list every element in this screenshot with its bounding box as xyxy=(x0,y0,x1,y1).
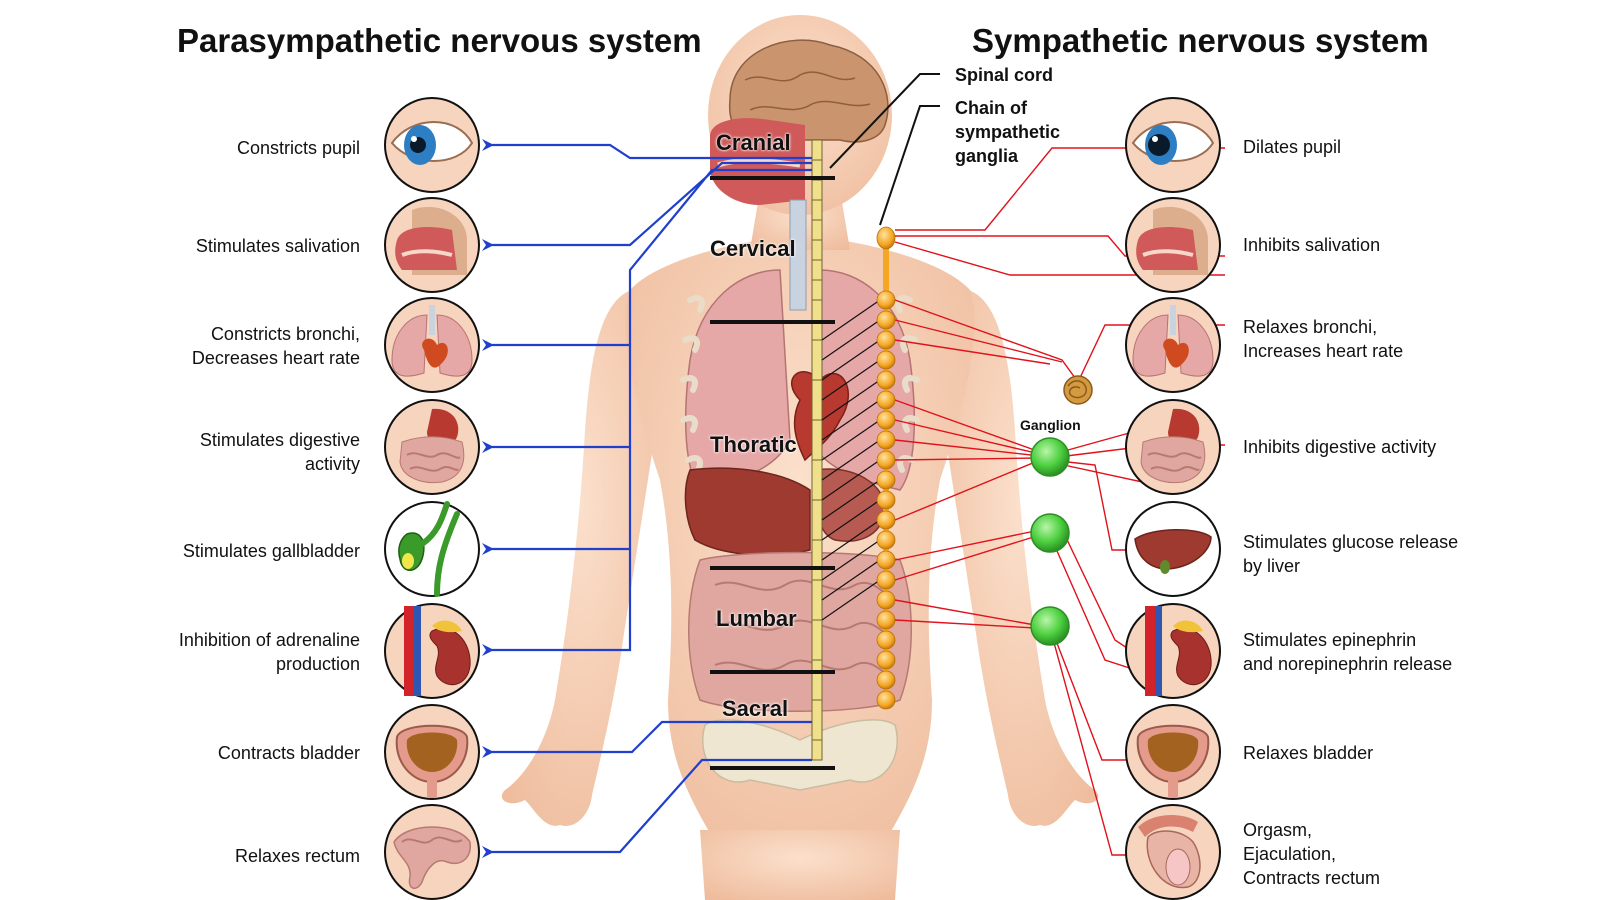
right-arm xyxy=(940,290,1099,826)
eye-icon xyxy=(1125,97,1221,193)
effect-text: and norepinephrin release xyxy=(1243,654,1453,674)
parasympathetic-effect-digestive: Stimulates digestive activity xyxy=(60,428,360,476)
effect-text: Contracts rectum xyxy=(1243,868,1381,888)
effect-text: Inhibits salivation xyxy=(1243,235,1381,255)
effect-text: Constricts pupil xyxy=(236,138,360,158)
bladder-icon xyxy=(1125,704,1221,800)
chain-label-line: ganglia xyxy=(955,146,1019,166)
effect-text: Inhibits digestive activity xyxy=(1243,437,1437,457)
lungs-heart-icon xyxy=(384,297,480,393)
bladder-icon xyxy=(384,704,480,800)
segment-label-cervical: Cervical xyxy=(710,236,796,261)
parasympathetic-effect-rectum: Relaxes rectum xyxy=(60,844,360,868)
chain-of-sympathetic-ganglia-label: Chain of sympathetic ganglia xyxy=(955,96,1060,168)
kidney-adrenal-icon xyxy=(1125,603,1221,699)
trachea xyxy=(789,199,807,311)
effect-text: Constricts bronchi, xyxy=(210,324,360,344)
sympathetic-chain xyxy=(876,226,896,710)
legs xyxy=(700,830,900,900)
segment-label-thoracic: Thoratic xyxy=(710,432,797,457)
spinal-cord xyxy=(710,139,881,770)
effect-text: Ejaculation, xyxy=(1243,844,1337,864)
effect-text: Stimulates gallbladder xyxy=(182,541,360,561)
sympathetic-effect-digestive: Inhibits digestive activity xyxy=(1243,435,1573,459)
parasympathetic-effect-gallbladder: Stimulates gallbladder xyxy=(60,539,360,563)
sympathetic-effect-liver: Stimulates glucose release by liver xyxy=(1243,530,1573,578)
liver-icon xyxy=(1125,501,1221,597)
spinal-cord-label: Spinal cord xyxy=(955,65,1054,85)
sympathetic-effect-reproductive: Orgasm, Ejaculation, Contracts rectum xyxy=(1243,818,1573,890)
stomach-intestine-icon xyxy=(384,399,480,495)
effect-text: Stimulates digestive xyxy=(199,430,360,450)
chain-label-line: sympathetic xyxy=(955,122,1061,142)
rectum-icon xyxy=(384,804,480,900)
parasympathetic-effect-salivation: Stimulates salivation xyxy=(60,234,360,258)
sympathetic-effect-epinephrin: Stimulates epinephrin and norepinephrin … xyxy=(1243,628,1573,676)
salivary-head-icon xyxy=(384,197,480,293)
eye-icon xyxy=(384,97,480,193)
effect-text: Relaxes rectum xyxy=(234,846,360,866)
sympathetic-organ-icons xyxy=(1125,97,1221,900)
salivary-head-icon xyxy=(1125,197,1221,293)
effect-text: Orgasm, xyxy=(1243,820,1313,840)
kidney-adrenal-icon xyxy=(384,603,480,699)
gallbladder-icon xyxy=(384,501,480,597)
ganglion-celiac xyxy=(1030,437,1070,477)
effect-text: Stimulates epinephrin xyxy=(1243,630,1417,650)
effect-text: Contracts bladder xyxy=(217,743,360,763)
effect-text: Relaxes bladder xyxy=(1243,743,1374,763)
ganglion-label: Ganglion xyxy=(1020,417,1081,433)
parasympathetic-effect-bladder: Contracts bladder xyxy=(60,741,360,765)
segment-label-sacral: Sacral xyxy=(722,696,789,721)
sympathetic-effect-pupil: Dilates pupil xyxy=(1243,135,1573,159)
effect-text: Stimulates salivation xyxy=(195,236,360,256)
effect-text: Dilates pupil xyxy=(1243,137,1342,157)
parasympathetic-pathways xyxy=(482,139,812,858)
segment-label-cranial: Cranial xyxy=(716,130,791,155)
annotation-leaders xyxy=(829,73,940,226)
parasympathetic-organ-icons xyxy=(384,97,480,900)
effect-text: Decreases heart rate xyxy=(191,348,360,368)
reproductive-icon xyxy=(1125,804,1221,900)
effect-text: Relaxes bronchi, xyxy=(1243,317,1378,337)
chain-label-line: Chain of xyxy=(955,98,1027,118)
lungs-heart-icon xyxy=(1125,297,1221,393)
ganglia xyxy=(1030,375,1093,646)
stellate-ganglion-icon xyxy=(1063,375,1093,405)
ganglion-superior-mesenteric xyxy=(1030,513,1070,553)
left-arm xyxy=(501,290,660,826)
effect-text: Inhibition of adrenaline xyxy=(178,630,360,650)
sympathetic-effect-salivation: Inhibits salivation xyxy=(1243,233,1573,257)
effect-text: by liver xyxy=(1243,556,1301,576)
pelvis xyxy=(702,719,898,791)
effect-text: production xyxy=(275,654,360,674)
liver xyxy=(684,467,811,556)
parasympathetic-title: Parasympathetic nervous system xyxy=(177,22,702,59)
ganglion-inferior-mesenteric xyxy=(1030,606,1070,646)
effect-text: Increases heart rate xyxy=(1243,341,1404,361)
parasympathetic-effect-pupil: Constricts pupil xyxy=(60,136,360,160)
effect-text: Stimulates glucose release xyxy=(1243,532,1459,552)
segment-label-lumbar: Lumbar xyxy=(716,606,797,631)
stomach-intestine-icon xyxy=(1125,399,1221,495)
parasympathetic-effect-bronchi-heart: Constricts bronchi, Decreases heart rate xyxy=(60,322,360,370)
sympathetic-title: Sympathetic nervous system xyxy=(972,22,1429,59)
sympathetic-effect-bladder: Relaxes bladder xyxy=(1243,741,1573,765)
sympathetic-effect-bronchi-heart: Relaxes bronchi, Increases heart rate xyxy=(1243,315,1573,363)
effect-text: activity xyxy=(304,454,360,474)
parasympathetic-effect-adrenaline: Inhibition of adrenaline production xyxy=(60,628,360,676)
